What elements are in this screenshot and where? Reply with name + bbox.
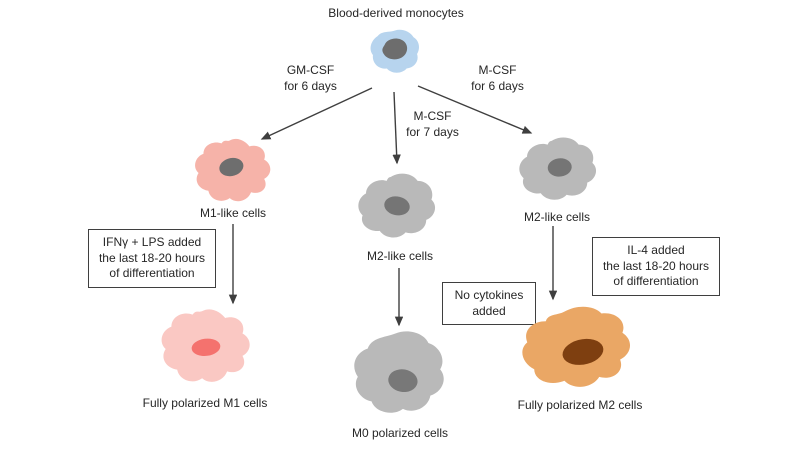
fully-polarized-m2-cell (522, 306, 631, 387)
fully-polarized-m2-label: Fully polarized M2 cells (517, 398, 643, 412)
monocyte-nucleus (382, 38, 408, 60)
m0-polarized-label: M0 polarized cells (351, 426, 449, 440)
treatment-box-ifng-lps: IFNγ + LPS added the last 18-20 hours of… (88, 229, 216, 288)
m1-like-nucleus (219, 157, 244, 177)
m0-nucleus (388, 369, 418, 393)
polarized-m2-nucleus (562, 338, 604, 365)
monocyte-cell (370, 29, 419, 73)
m1-like-label: M1-like cells (199, 206, 266, 220)
polarized-m1-nucleus (191, 338, 221, 356)
diagram-title: Blood-derived monocytes (328, 6, 464, 20)
fully-polarized-m1-label: Fully polarized M1 cells (142, 396, 268, 410)
m2-like-middle-label: M2-like cells (366, 249, 433, 263)
treatment-box-il4: IL-4 added the last 18-20 hours of diffe… (592, 237, 720, 296)
m2-like-cell-middle (358, 173, 436, 238)
m0-polarized-cell (354, 331, 444, 413)
pathway-label-mcsf-6days: M-CSF for 6 days (471, 63, 524, 93)
m2-like-cell-right (519, 137, 597, 200)
m2-like-right-label: M2-like cells (523, 210, 590, 224)
arrow-monocyte-to-m1 (260, 87, 373, 140)
m1-like-cell (195, 138, 271, 202)
pathway-label-gmcsf: GM-CSF for 6 days (284, 63, 337, 93)
m2-like-right-nucleus (547, 158, 572, 177)
pathway-label-mcsf-7days: M-CSF for 7 days (406, 109, 459, 139)
fully-polarized-m1-cell (161, 309, 250, 382)
m2-like-middle-nucleus (384, 196, 410, 216)
treatment-box-no-cytokines: No cytokines added (442, 282, 536, 326)
